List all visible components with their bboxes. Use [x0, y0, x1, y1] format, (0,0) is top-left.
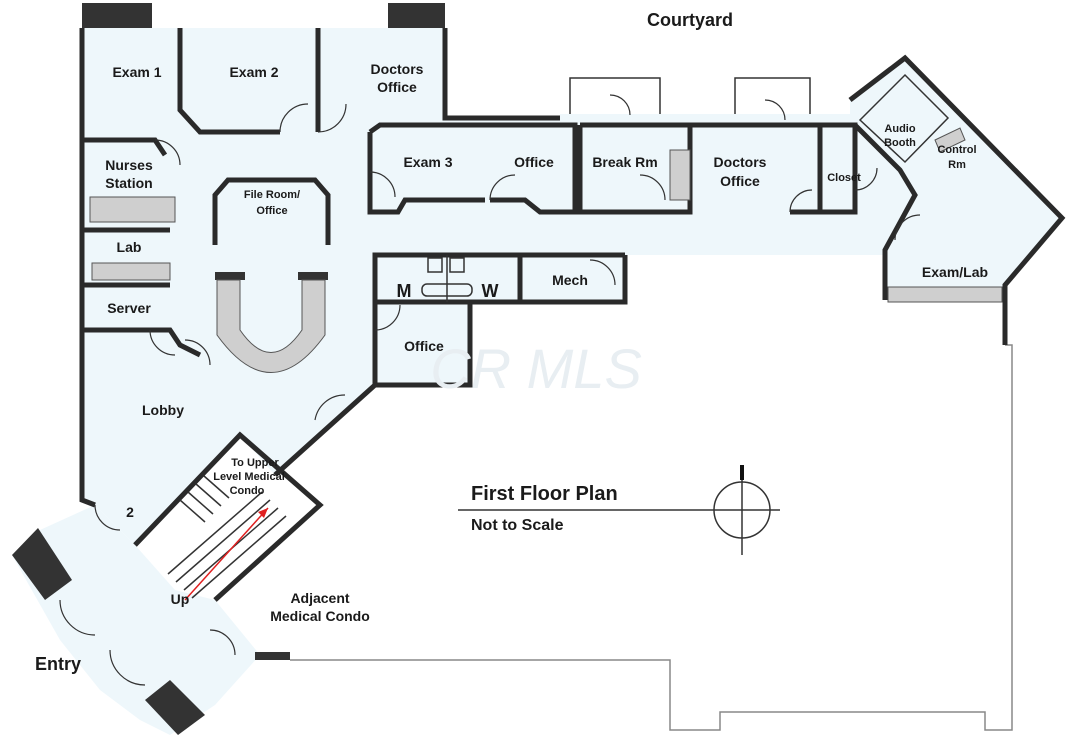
- label-adjacent-condo-b: Medical Condo: [270, 608, 370, 624]
- label-doctors-office-1: Doctors: [371, 61, 424, 77]
- label-nurses-station: Nurses: [105, 157, 153, 173]
- toilet-icon: [427, 257, 443, 273]
- plan-subtitle: Not to Scale: [471, 517, 564, 534]
- adjacent-condo-outline: [290, 344, 1013, 731]
- counter: [89, 196, 176, 223]
- label-exam-3: Exam 3: [403, 154, 452, 170]
- label-doctors-office-2-b: Office: [720, 173, 760, 189]
- audio-booth-wall: [858, 73, 950, 164]
- doors: [59, 94, 921, 686]
- stair-treads: [167, 475, 287, 599]
- label-audio-booth-b: Booth: [884, 137, 916, 149]
- label-womens-restroom: W: [482, 281, 499, 301]
- watermark: CR MLS: [430, 337, 642, 400]
- label-doctors-office-2: Doctors: [714, 154, 767, 170]
- label-exam-1: Exam 1: [112, 64, 161, 80]
- label-lab: Lab: [117, 239, 142, 255]
- pillar: [388, 3, 445, 28]
- label-server: Server: [107, 300, 151, 316]
- label-entry: Entry: [35, 654, 81, 674]
- stair-arrow-head: [258, 508, 268, 518]
- plan-title: First Floor Plan: [471, 483, 618, 505]
- floor-area: [82, 28, 1062, 545]
- label-stairs: To Upper: [231, 457, 279, 469]
- toilet-icon: [449, 257, 465, 273]
- interior-walls: [82, 28, 918, 385]
- outer-wall: [79, 28, 1066, 508]
- counter: [91, 262, 171, 281]
- entry-area: [12, 505, 260, 735]
- label-exam-lab: Exam/Lab: [922, 264, 988, 280]
- counter: [669, 149, 691, 201]
- label-nurses-station-b: Station: [105, 175, 152, 191]
- file-room-wall: [212, 177, 331, 245]
- label-file-room: File Room/: [244, 189, 300, 201]
- label-closet: Closet: [827, 172, 861, 184]
- label-courtyard: Courtyard: [647, 10, 733, 30]
- north-arrow-icon: [713, 465, 771, 555]
- label-step-count: 2: [126, 504, 134, 520]
- label-stairs-c: Condo: [230, 485, 265, 497]
- label-stairs-b: Level Medical: [213, 471, 285, 483]
- label-lobby: Lobby: [142, 402, 184, 418]
- pillar: [298, 272, 328, 280]
- pillar: [255, 652, 290, 660]
- label-control-room-b: Rm: [948, 159, 966, 171]
- label-exam-2: Exam 2: [229, 64, 278, 80]
- pillar: [145, 680, 205, 735]
- stair-wall: [133, 431, 324, 602]
- reception-desk: [216, 279, 326, 373]
- label-break-room: Break Rm: [592, 154, 657, 170]
- label-audio-booth: Audio: [884, 123, 915, 135]
- label-control-room: Control: [937, 144, 976, 156]
- bay-window: [734, 77, 811, 114]
- bay-window: [569, 77, 661, 114]
- label-file-room-b: Office: [256, 205, 287, 217]
- control-counter: [934, 127, 966, 153]
- label-doctors-office-1-b: Office: [377, 79, 417, 95]
- pillar: [215, 272, 245, 280]
- pillar: [82, 3, 152, 28]
- counter: [887, 286, 1003, 303]
- label-office-1: Office: [514, 154, 554, 170]
- pillar: [12, 528, 72, 600]
- label-mech: Mech: [552, 272, 588, 288]
- label-mens-restroom: M: [397, 281, 412, 301]
- label-up: Up: [171, 591, 190, 607]
- label-office-2: Office: [404, 338, 444, 354]
- label-adjacent-condo: Adjacent: [290, 590, 349, 606]
- stair-arrow: [184, 507, 269, 601]
